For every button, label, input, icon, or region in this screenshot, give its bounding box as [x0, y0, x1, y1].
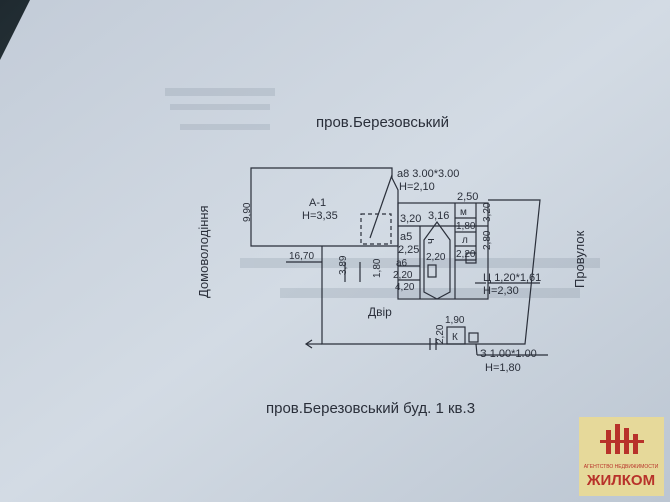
- label-a6: а6: [396, 258, 408, 269]
- porch-a8-outline: [360, 213, 392, 245]
- dim-389: 3,89: [338, 255, 349, 275]
- dim-250: 2,50: [457, 191, 478, 203]
- agency-brand: ЖИЛКОМ: [586, 472, 655, 489]
- dim-225: 2,25: [398, 244, 419, 256]
- yard-label: Двір: [368, 305, 392, 319]
- right-side-label: Провулок: [572, 230, 587, 288]
- label-z: З 1.00*1.00: [480, 348, 537, 360]
- stair-outline: [423, 220, 451, 300]
- dim-180a: 1,80: [456, 221, 476, 232]
- label-ch: ч: [425, 238, 437, 244]
- dim-1670: 16,70: [289, 251, 314, 262]
- label-a5: а5: [400, 231, 412, 243]
- dim-220d: 2,20: [435, 324, 446, 344]
- dim-280: 2,80: [482, 230, 493, 250]
- label-ts: Ц 1,20*1,61: [483, 272, 541, 284]
- street-top-label: пров.Березовський: [316, 114, 449, 131]
- dim-316: 3,16: [428, 210, 449, 222]
- label-l: л: [462, 235, 468, 246]
- dim-220b: 2,20: [426, 252, 446, 263]
- street-bottom-label: пров.Березовський буд. 1 кв.3: [266, 400, 475, 417]
- dim-220c: 2,20: [393, 270, 413, 281]
- yard-boundary: [321, 199, 541, 345]
- left-side-label: Домоволодіння: [196, 205, 211, 298]
- dim-180b: 1,80: [372, 258, 383, 278]
- building-k-outline: [446, 326, 466, 345]
- building-a1-height: H=3,35: [302, 210, 338, 222]
- dim-a8: а8 3.00*3.00: [397, 168, 459, 180]
- label-k: К: [452, 332, 458, 343]
- building-block-outline: [397, 202, 489, 300]
- dim-220a: 2,20: [456, 249, 476, 260]
- plan-lines: [250, 167, 548, 356]
- dim-320v: 3,20: [482, 202, 493, 222]
- building-z-outline: [468, 332, 479, 343]
- building-a1-name: А-1: [309, 197, 326, 209]
- dim-190: 1,90: [445, 315, 465, 326]
- label-m: м: [460, 207, 467, 218]
- plan-labels: пров.Березовський пров.Березовський буд.…: [196, 114, 587, 417]
- building-a1-outline: [250, 167, 399, 247]
- dim-420: 4,20: [395, 282, 415, 293]
- dim-320: 3,20: [400, 213, 421, 225]
- label-ts-height: H=2,30: [483, 285, 519, 297]
- label-z-height: H=1,80: [485, 362, 521, 374]
- agency-logo: АГЕНТСТВО НЕДВИЖИМОСТИ ЖИЛКОМ: [579, 417, 664, 496]
- dim-990: 9,90: [242, 202, 253, 222]
- dim-a8-height: H=2,10: [399, 181, 435, 193]
- agency-subtitle: АГЕНТСТВО НЕДВИЖИМОСТИ: [584, 464, 659, 470]
